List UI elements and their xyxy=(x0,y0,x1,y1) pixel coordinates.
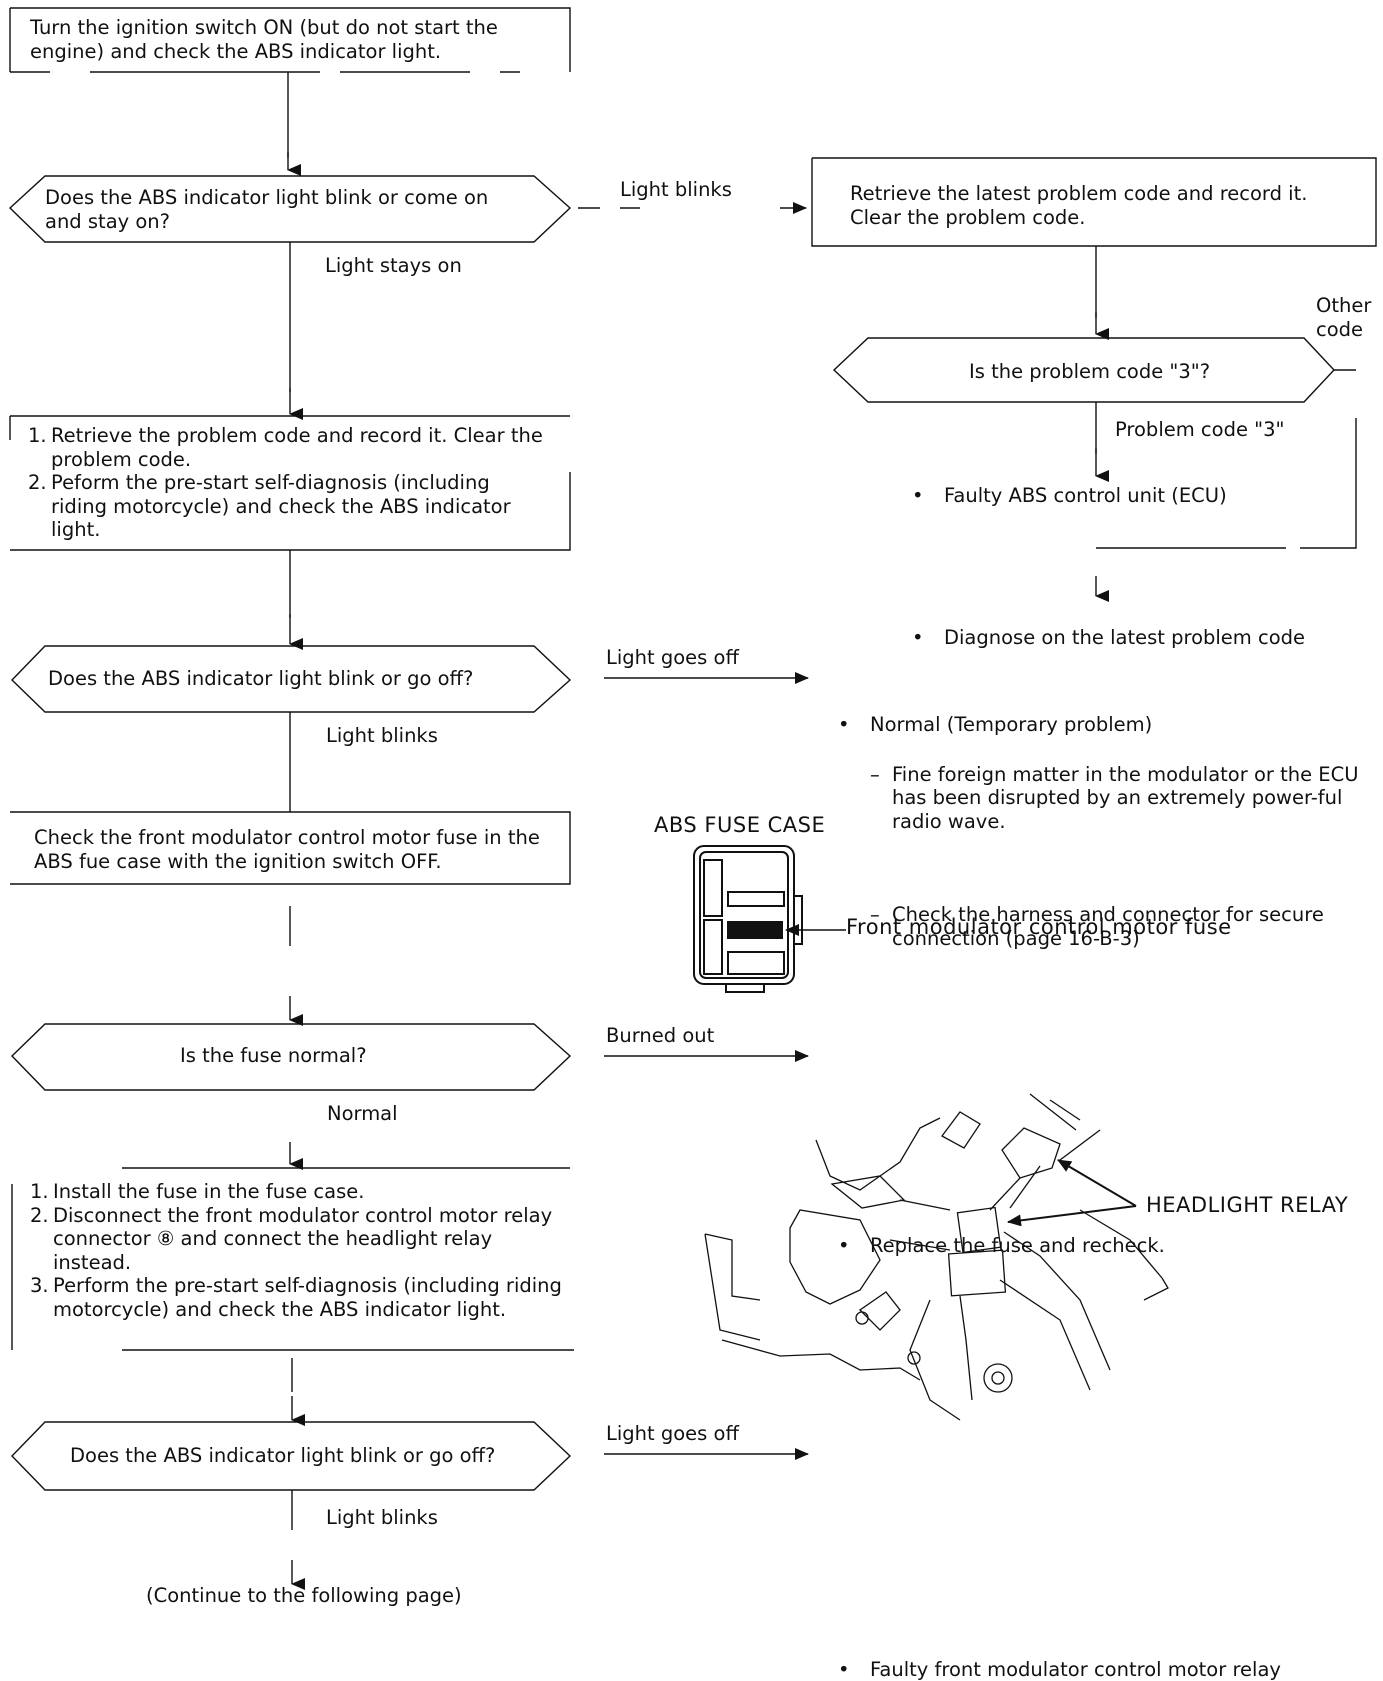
start-box-text: Turn the ignition switch ON (but do not … xyxy=(30,16,540,63)
decision-3-blink-label: Light blinks xyxy=(326,1506,438,1530)
result-faulty-relay: Faulty front modulator control motor rel… xyxy=(838,1658,1383,1681)
burned-out-label: Burned out xyxy=(606,1024,714,1048)
other-code-label: Other code xyxy=(1316,294,1376,342)
decision-code3-question: Is the problem code "3"? xyxy=(969,360,1210,384)
decision-2-blink-label: Light blinks xyxy=(326,724,438,748)
fuse-normal-label: Normal xyxy=(327,1102,398,1126)
check-fuse-text: Check the front modulator control motor … xyxy=(34,826,564,873)
step-box-2-item: 2.Disconnect the front modulator control… xyxy=(30,1204,576,1275)
step-box-1-item: 1.Retrieve the problem code and record i… xyxy=(28,424,548,471)
retrieve-latest-text: Retrieve the latest problem code and rec… xyxy=(850,182,1350,229)
step-box-2-list: 1.Install the fuse in the fuse case. 2.D… xyxy=(30,1180,576,1321)
decision-2-off-label: Light goes off xyxy=(606,646,739,670)
result-faulty-ecu: Faulty ABS control unit (ECU) xyxy=(912,484,1383,508)
headlight-relay-callout: HEADLIGHT RELAY xyxy=(1146,1194,1348,1218)
decision-1-no-label: Light stays on xyxy=(325,254,462,278)
result-replace-fuse: Replace the fuse and recheck. xyxy=(838,1234,1383,1258)
result-normal-note: Fine foreign matter in the modulator or … xyxy=(870,763,1383,834)
fuse-case-drawing xyxy=(694,846,802,992)
problem-code3-label: Problem code "3" xyxy=(1115,418,1285,442)
result-diagnose-latest: Diagnose on the latest problem code xyxy=(912,626,1383,650)
continue-note: (Continue to the following page) xyxy=(146,1584,462,1608)
decision-3-off-label: Light goes off xyxy=(606,1422,739,1446)
fuse-case-title: ABS FUSE CASE xyxy=(654,814,825,838)
step-box-2-item: 3.Perform the pre-start self-diagnosis (… xyxy=(30,1274,576,1321)
step-box-1-list: 1.Retrieve the problem code and record i… xyxy=(28,424,548,542)
decision-2-question: Does the ABS indicator light blink or go… xyxy=(48,667,473,691)
step-box-2-item: 1.Install the fuse in the fuse case. xyxy=(30,1180,576,1204)
decision-1-yes-label: Light blinks xyxy=(620,178,732,202)
fuse-callout: Front modulator control motor fuse xyxy=(846,916,1232,940)
result-normal-title: Normal (Temporary problem) xyxy=(838,713,1383,737)
step-box-1-item: 2.Peform the pre-start self-diagnosis (i… xyxy=(28,471,548,542)
decision-fuse-question: Is the fuse normal? xyxy=(180,1044,367,1068)
decision-1-question: Does the ABS indicator light blink or co… xyxy=(45,186,525,233)
decision-3-question: Does the ABS indicator light blink or go… xyxy=(70,1444,495,1468)
